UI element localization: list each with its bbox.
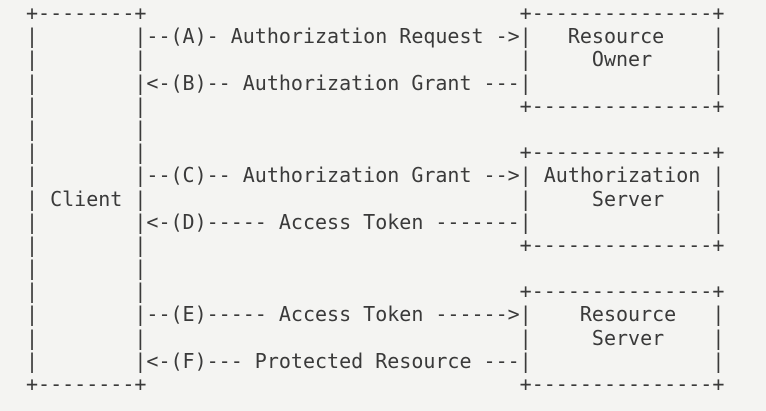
ascii-line: | | (26, 116, 147, 141)
ascii-line: +--------+ +---------------+ (26, 1, 725, 25)
ascii-line: | | +---------------+ (26, 279, 725, 304)
ascii-line: | |--(E)----- Access Token ------>| Reso… (26, 302, 725, 327)
ascii-line: | Client | | Server | (26, 186, 725, 211)
ascii-line: | | | Server | (26, 325, 725, 350)
ascii-line: | |<-(B)-- Authorization Grant ---| | (26, 70, 725, 95)
ascii-line: | |<-(D)----- Access Token -------| | (26, 209, 725, 234)
ascii-diagram: +--------+ +---------------+ | |--(A)- A… (26, 1, 725, 396)
ascii-line: | |--(C)-- Authorization Grant -->| Auth… (26, 163, 725, 188)
ascii-line: | | +---------------+ (26, 232, 725, 257)
ascii-line: | | +---------------+ (26, 140, 725, 165)
ascii-line: | | | Owner | (26, 47, 725, 72)
ascii-line: +--------+ +---------------+ (26, 372, 725, 396)
ascii-line: | | +---------------+ (26, 93, 725, 118)
ascii-line: | | (26, 256, 147, 281)
ascii-line: | |<-(F)--- Protected Resource ---| | (26, 348, 725, 373)
ascii-line: | |--(A)- Authorization Request ->| Reso… (26, 24, 725, 49)
